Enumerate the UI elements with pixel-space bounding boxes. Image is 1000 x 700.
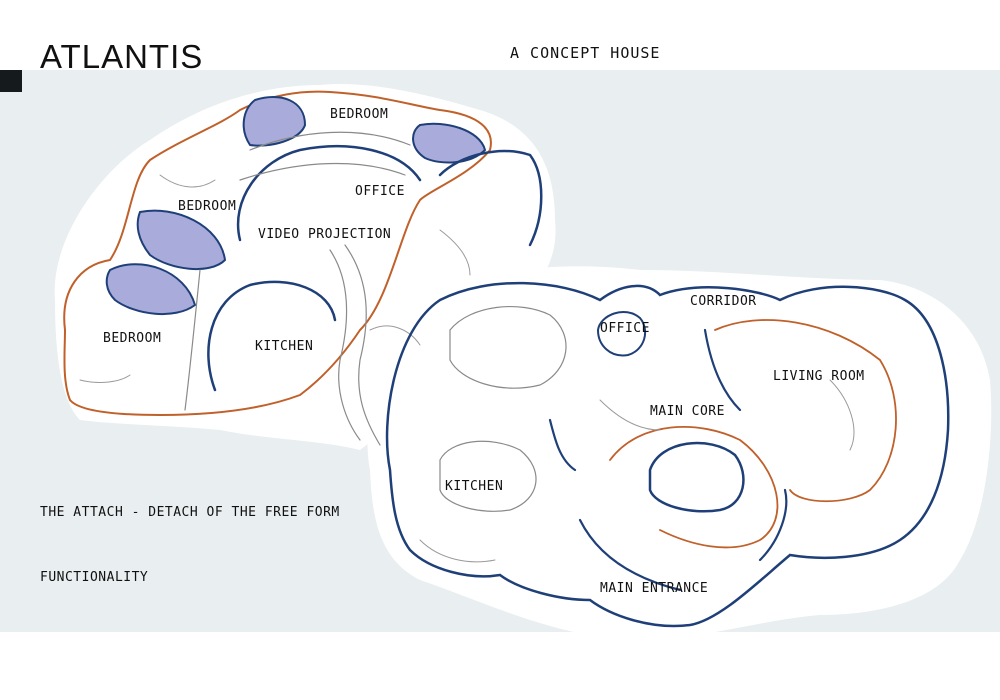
label-video-projection: VIDEO PROJECTION	[258, 227, 391, 242]
right-kitchen-blob	[439, 440, 537, 512]
corner-mark	[0, 70, 22, 92]
page-title: ATLANTIS	[40, 38, 204, 75]
right-dining-blob	[449, 305, 567, 389]
page-subtitle: A CONCEPT HOUSE	[510, 44, 661, 62]
label-kitchen-left: KITCHEN	[255, 339, 313, 354]
left-plan-outline	[63, 90, 492, 417]
bedroom-pod-top	[242, 96, 307, 147]
label-main-core: MAIN CORE	[650, 404, 725, 419]
main-core-shape	[648, 441, 745, 513]
left-pencil-detail	[79, 174, 471, 383]
right-pencil-detail	[419, 379, 855, 563]
left-blue-wall-3	[438, 149, 543, 247]
right-plan	[385, 281, 950, 628]
right-office-pod	[596, 311, 647, 357]
label-corridor: CORRIDOR	[690, 294, 757, 309]
label-main-entrance: MAIN ENTRANCE	[600, 581, 708, 596]
label-living-room: LIVING ROOM	[773, 369, 865, 384]
caption-functionality: FUNCTIONALITY	[40, 570, 149, 585]
label-kitchen-right: KITCHEN	[445, 479, 503, 494]
left-plan	[63, 90, 543, 446]
label-bedroom-mid: BEDROOM	[178, 199, 236, 214]
caption-concept: THE ATTACH - DETACH OF THE FREE FORM	[40, 505, 340, 520]
right-plan-outline	[385, 281, 950, 628]
label-office-right: OFFICE	[600, 321, 650, 336]
left-blue-wall-1	[236, 145, 422, 242]
left-corridor-hatch	[184, 131, 411, 446]
right-orange-line	[609, 319, 897, 549]
right-plan-paper	[367, 266, 992, 640]
right-blue-walls	[548, 328, 788, 592]
label-bedroom-left: BEDROOM	[103, 331, 161, 346]
left-blue-wall-2	[207, 280, 337, 392]
bedroom-pod-left	[105, 263, 197, 316]
bedroom-pod-mid	[136, 209, 227, 271]
label-office-left: OFFICE	[355, 184, 405, 199]
label-bedroom-top: BEDROOM	[330, 107, 388, 122]
